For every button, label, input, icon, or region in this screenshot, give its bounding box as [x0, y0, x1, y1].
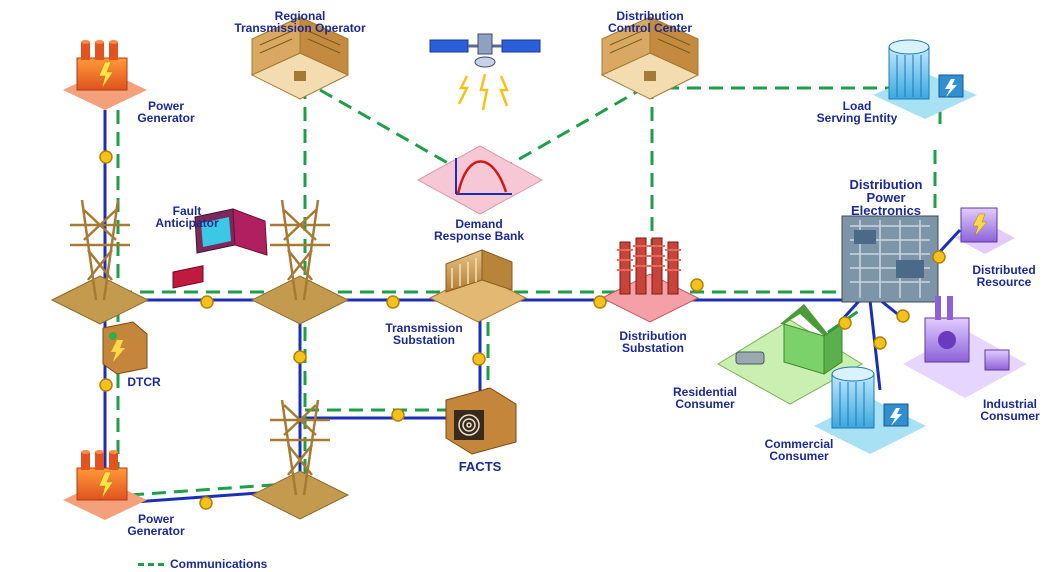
junction-node [873, 336, 887, 350]
comm-line [499, 88, 641, 172]
facts-device-icon [445, 387, 517, 455]
control-room-icon [250, 16, 350, 100]
chart-icon [416, 145, 544, 215]
industrial-plant-icon [903, 296, 1027, 398]
junction-node [593, 295, 607, 309]
junction-node [838, 316, 852, 330]
insulator-icon [600, 237, 700, 323]
commercial-building-icon [814, 366, 926, 454]
comm-line [319, 88, 461, 172]
dtcr-device-icon [102, 321, 148, 375]
communications-legend-swatch [138, 562, 164, 566]
communication-lines [116, 85, 942, 497]
electronics-panel-icon [841, 215, 939, 303]
transmission-tower-icon [250, 399, 350, 520]
junction-node [896, 309, 910, 323]
factory-icon [63, 40, 147, 110]
legend: Communications [138, 557, 267, 571]
junction-node [472, 352, 486, 366]
label-facts: FACTS [458, 459, 502, 474]
junction-nodes [99, 150, 946, 510]
transmission-tower-icon [250, 199, 350, 325]
communications-legend-label: Communications [170, 557, 268, 571]
transmission-tower-icon [50, 199, 150, 325]
junction-node [199, 496, 213, 510]
factory-icon [63, 450, 147, 520]
junction-node [99, 150, 113, 164]
house-icon [717, 304, 863, 405]
junction-node [932, 250, 946, 264]
junction-node [293, 350, 307, 364]
junction-node [690, 278, 704, 292]
satellite-icon [429, 33, 541, 111]
substation-icon [428, 249, 528, 323]
junction-node [200, 295, 214, 309]
laptop-icon [172, 208, 268, 289]
label-dtcr: DTCR [127, 375, 161, 389]
junction-node [386, 295, 400, 309]
battery-icon [955, 207, 1015, 254]
control-room-icon [600, 16, 700, 100]
junction-node [391, 408, 405, 422]
office-building-icon [873, 39, 977, 119]
junction-node [99, 378, 113, 392]
